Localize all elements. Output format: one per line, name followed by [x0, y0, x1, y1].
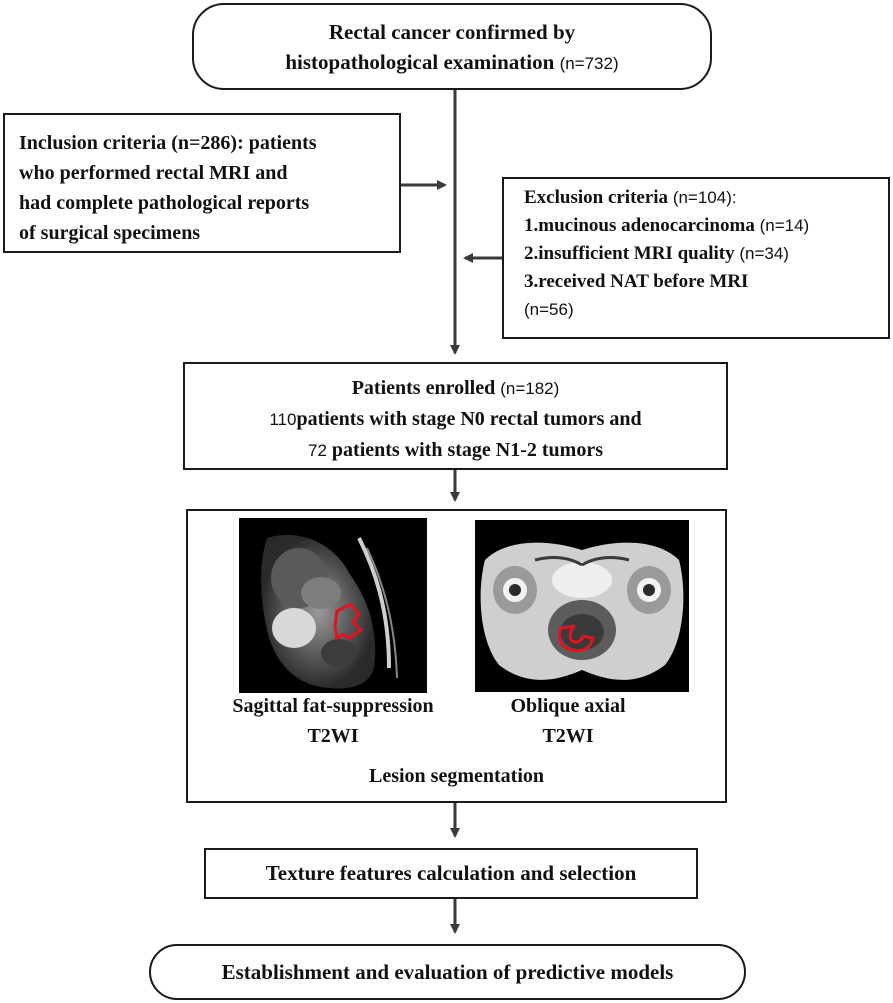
sagittal-mri-drawing	[239, 518, 427, 693]
texture-box: Texture features calculation and selecti…	[204, 848, 698, 899]
final-label: Establishment and evaluation of predicti…	[221, 960, 674, 984]
enrolled-title: Patients enrolled (n=182)	[185, 373, 726, 404]
enrolled-n12-text: patients with stage N1-2 tumors	[331, 439, 603, 461]
exclusion-item-1-label: 1.mucinous adenocarcinoma	[524, 215, 755, 236]
axial-caption-line-2: T2WI	[542, 725, 594, 747]
sagittal-caption-line-2: T2WI	[307, 725, 359, 747]
enrolled-n0-count: 110	[269, 410, 297, 429]
sagittal-caption: Sagittal fat-suppression T2WI	[188, 691, 478, 751]
segmentation-box: Sagittal fat-suppression T2WI Oblique ax…	[186, 509, 727, 803]
exclusion-item-1: 1.mucinous adenocarcinoma (n=14)	[524, 212, 888, 240]
inclusion-line-1: Inclusion criteria (n=286): patients	[19, 128, 399, 158]
start-box: Rectal cancer confirmed by histopatholog…	[192, 3, 712, 90]
start-line-2-text: histopathological examination	[285, 50, 555, 74]
axial-lesion-outline	[558, 624, 595, 652]
exclusion-item-1-count: (n=14)	[759, 216, 810, 235]
inclusion-count: (n=286)	[171, 132, 238, 154]
enrolled-n12-count: 72	[307, 441, 327, 460]
enrolled-line-2: 110patients with stage N0 rectal tumors …	[185, 404, 726, 435]
inclusion-label: Inclusion criteria	[19, 132, 167, 154]
exclusion-item-2-label: 2.insufficient MRI quality	[524, 243, 735, 264]
axial-caption: Oblique axial T2WI	[468, 691, 668, 751]
exclusion-box: Exclusion criteria (n=104): 1.mucinous a…	[502, 177, 890, 339]
inclusion-line-4: of surgical specimens	[19, 222, 201, 244]
start-line-1: Rectal cancer confirmed by	[328, 20, 576, 44]
exclusion-item-3-count: (n=56)	[524, 300, 574, 319]
start-count: (n=732)	[559, 54, 619, 73]
sagittal-lesion-outline	[333, 602, 364, 641]
segmentation-title-text: Lesion segmentation	[369, 765, 544, 787]
enrolled-box: Patients enrolled (n=182) 110patients wi…	[183, 362, 728, 470]
sagittal-caption-line-1: Sagittal fat-suppression	[232, 695, 434, 717]
exclusion-title-count: (n=104):	[672, 188, 737, 207]
inclusion-box: Inclusion criteria (n=286): patients who…	[3, 113, 401, 253]
exclusion-item-3: 3.received NAT before MRI	[524, 271, 749, 292]
exclusion-item-2: 2.insufficient MRI quality (n=34)	[524, 240, 888, 268]
final-box: Establishment and evaluation of predicti…	[149, 944, 746, 1000]
sagittal-mri-image	[239, 518, 427, 693]
enrolled-n0-text: patients with stage N0 rectal tumors and	[296, 408, 642, 430]
segmentation-title: Lesion segmentation	[188, 763, 725, 789]
exclusion-title: Exclusion criteria (n=104):	[524, 184, 888, 212]
enrolled-title-count: (n=182)	[500, 379, 560, 398]
inclusion-line-1-rest: : patients	[237, 132, 317, 154]
axial-caption-line-1: Oblique axial	[510, 695, 626, 717]
inclusion-line-2: who performed rectal MRI and	[19, 162, 288, 184]
enrolled-title-label: Patients enrolled	[351, 377, 496, 399]
texture-label: Texture features calculation and selecti…	[265, 861, 637, 885]
enrolled-line-3: 72 patients with stage N1-2 tumors	[185, 435, 726, 466]
inclusion-line-3: had complete pathological reports	[19, 192, 310, 214]
exclusion-title-label: Exclusion criteria	[524, 187, 669, 208]
start-line-2: histopathological examination (n=732)	[194, 47, 710, 79]
exclusion-item-2-count: (n=34)	[739, 244, 789, 263]
axial-mri-drawing	[475, 520, 689, 692]
axial-mri-image	[475, 520, 689, 692]
